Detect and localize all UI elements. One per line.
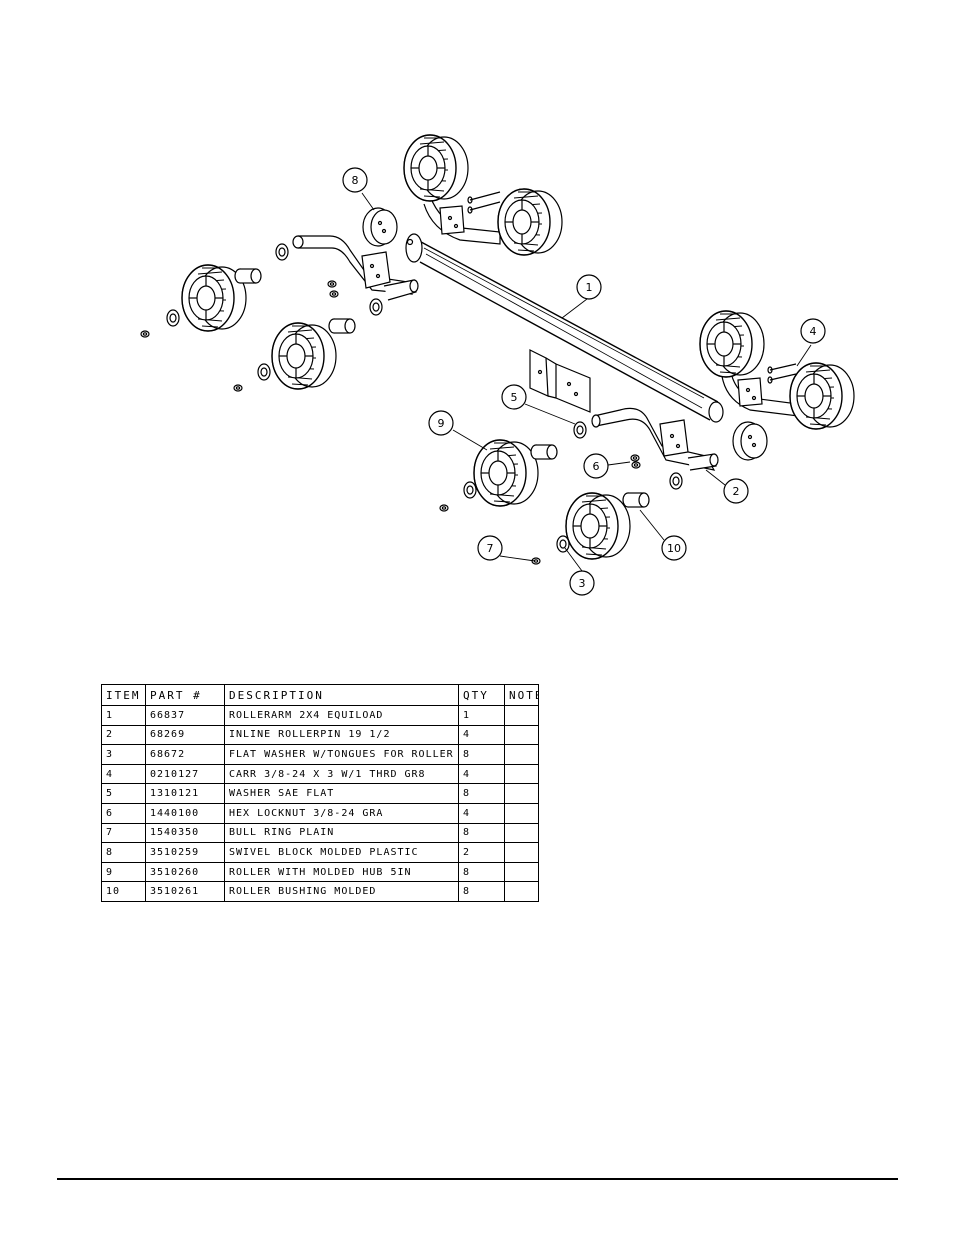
cell-qty: 4 bbox=[458, 724, 505, 746]
callout-label-9: 9 bbox=[438, 417, 445, 430]
callout-7 bbox=[477, 535, 503, 561]
arm-top bbox=[423, 195, 501, 245]
cell-part-number: 1540350 bbox=[145, 822, 225, 844]
cell-item: 3 bbox=[101, 744, 146, 765]
cell-note bbox=[504, 802, 539, 824]
header-item: ITEM bbox=[101, 684, 146, 706]
header-qty: QTY bbox=[458, 684, 505, 706]
cell-note bbox=[504, 744, 539, 765]
callout-label-8: 8 bbox=[352, 174, 359, 187]
callout-label-7: 7 bbox=[487, 542, 494, 555]
cell-qty: 8 bbox=[458, 881, 505, 902]
callout-label-2: 2 bbox=[733, 485, 740, 498]
cell-qty: 8 bbox=[458, 783, 505, 804]
callout-balloons bbox=[342, 167, 826, 596]
callout-10 bbox=[661, 535, 687, 561]
cell-description: SWIVEL BLOCK MOLDED PLASTIC bbox=[224, 842, 459, 863]
leader-lines bbox=[361, 192, 812, 572]
callout-9 bbox=[428, 410, 454, 436]
callout-5 bbox=[501, 384, 527, 410]
cell-item: 2 bbox=[101, 724, 146, 746]
header-part-number: PART # bbox=[145, 684, 225, 706]
cell-item: 10 bbox=[101, 881, 146, 902]
callout-label-5: 5 bbox=[511, 391, 518, 404]
table-header-row: ITEM PART # DESCRIPTION QTY NOTE bbox=[101, 684, 539, 706]
callout-label-4: 4 bbox=[810, 325, 817, 338]
cell-note bbox=[504, 842, 539, 863]
callout-3 bbox=[569, 570, 595, 596]
cell-part-number: 66837 bbox=[145, 705, 225, 726]
cell-item: 7 bbox=[101, 822, 146, 844]
callout-label-6: 6 bbox=[593, 460, 600, 473]
header-note: NOTE bbox=[504, 684, 539, 706]
callout-label-1: 1 bbox=[586, 281, 593, 294]
cell-qty: 8 bbox=[458, 822, 505, 844]
callout-4 bbox=[800, 318, 826, 344]
cell-part-number: 1440100 bbox=[145, 802, 225, 824]
cell-part-number: 0210127 bbox=[145, 763, 225, 785]
callout-label-3: 3 bbox=[579, 577, 586, 590]
cell-note bbox=[504, 724, 539, 746]
cell-description: ROLLER BUSHING MOLDED bbox=[224, 881, 459, 902]
cell-item: 1 bbox=[101, 705, 146, 726]
cell-qty: 4 bbox=[458, 763, 505, 785]
carriage-bolts bbox=[467, 191, 797, 384]
cell-note bbox=[504, 861, 539, 883]
arm-upper-left bbox=[292, 235, 419, 301]
callout-2 bbox=[723, 478, 749, 504]
cell-qty: 8 bbox=[458, 744, 505, 765]
cell-note bbox=[504, 705, 539, 726]
cell-item: 4 bbox=[101, 763, 146, 785]
cell-description: WASHER SAE FLAT bbox=[224, 783, 459, 804]
cell-part-number: 3510260 bbox=[145, 861, 225, 883]
cell-qty: 4 bbox=[458, 802, 505, 824]
callout-1 bbox=[576, 274, 602, 300]
cell-part-number: 3510259 bbox=[145, 842, 225, 863]
cell-qty: 8 bbox=[458, 861, 505, 883]
arm-lower bbox=[591, 407, 719, 471]
footer-rule bbox=[57, 1178, 898, 1180]
cell-qty: 2 bbox=[458, 842, 505, 863]
exploded-assembly-drawing: 1 2 3 4 5 6 7 8 9 10 bbox=[140, 134, 855, 596]
callout-6 bbox=[583, 453, 609, 479]
cell-item: 5 bbox=[101, 783, 146, 804]
cell-part-number: 68672 bbox=[145, 744, 225, 765]
cell-qty: 1 bbox=[458, 705, 505, 726]
cell-description: FLAT WASHER W/TONGUES FOR ROLLER bbox=[224, 744, 459, 765]
cell-part-number: 68269 bbox=[145, 724, 225, 746]
cell-note bbox=[504, 783, 539, 804]
cell-item: 9 bbox=[101, 861, 146, 883]
cell-note bbox=[504, 881, 539, 902]
cell-note bbox=[504, 763, 539, 785]
callout-8 bbox=[342, 167, 368, 193]
callout-label-10: 10 bbox=[667, 542, 681, 555]
parts-list-table: ITEM PART # DESCRIPTION QTY NOTE 166837R… bbox=[101, 684, 539, 902]
cell-part-number: 1310121 bbox=[145, 783, 225, 804]
cell-description: ROLLER WITH MOLDED HUB 5IN bbox=[224, 861, 459, 883]
cell-description: HEX LOCKNUT 3/8-24 GRA bbox=[224, 802, 459, 824]
cell-item: 6 bbox=[101, 802, 146, 824]
cell-item: 8 bbox=[101, 842, 146, 863]
cell-part-number: 3510261 bbox=[145, 881, 225, 902]
cell-description: INLINE ROLLERPIN 19 1/2 bbox=[224, 724, 459, 746]
cell-description: ROLLERARM 2X4 EQUILOAD bbox=[224, 705, 459, 726]
main-tube bbox=[405, 233, 724, 423]
center-bracket bbox=[529, 349, 591, 413]
cell-description: BULL RING PLAIN bbox=[224, 822, 459, 844]
cell-description: CARR 3/8-24 X 3 W/1 THRD GR8 bbox=[224, 763, 459, 785]
header-description: DESCRIPTION bbox=[224, 684, 459, 706]
cell-note bbox=[504, 822, 539, 844]
